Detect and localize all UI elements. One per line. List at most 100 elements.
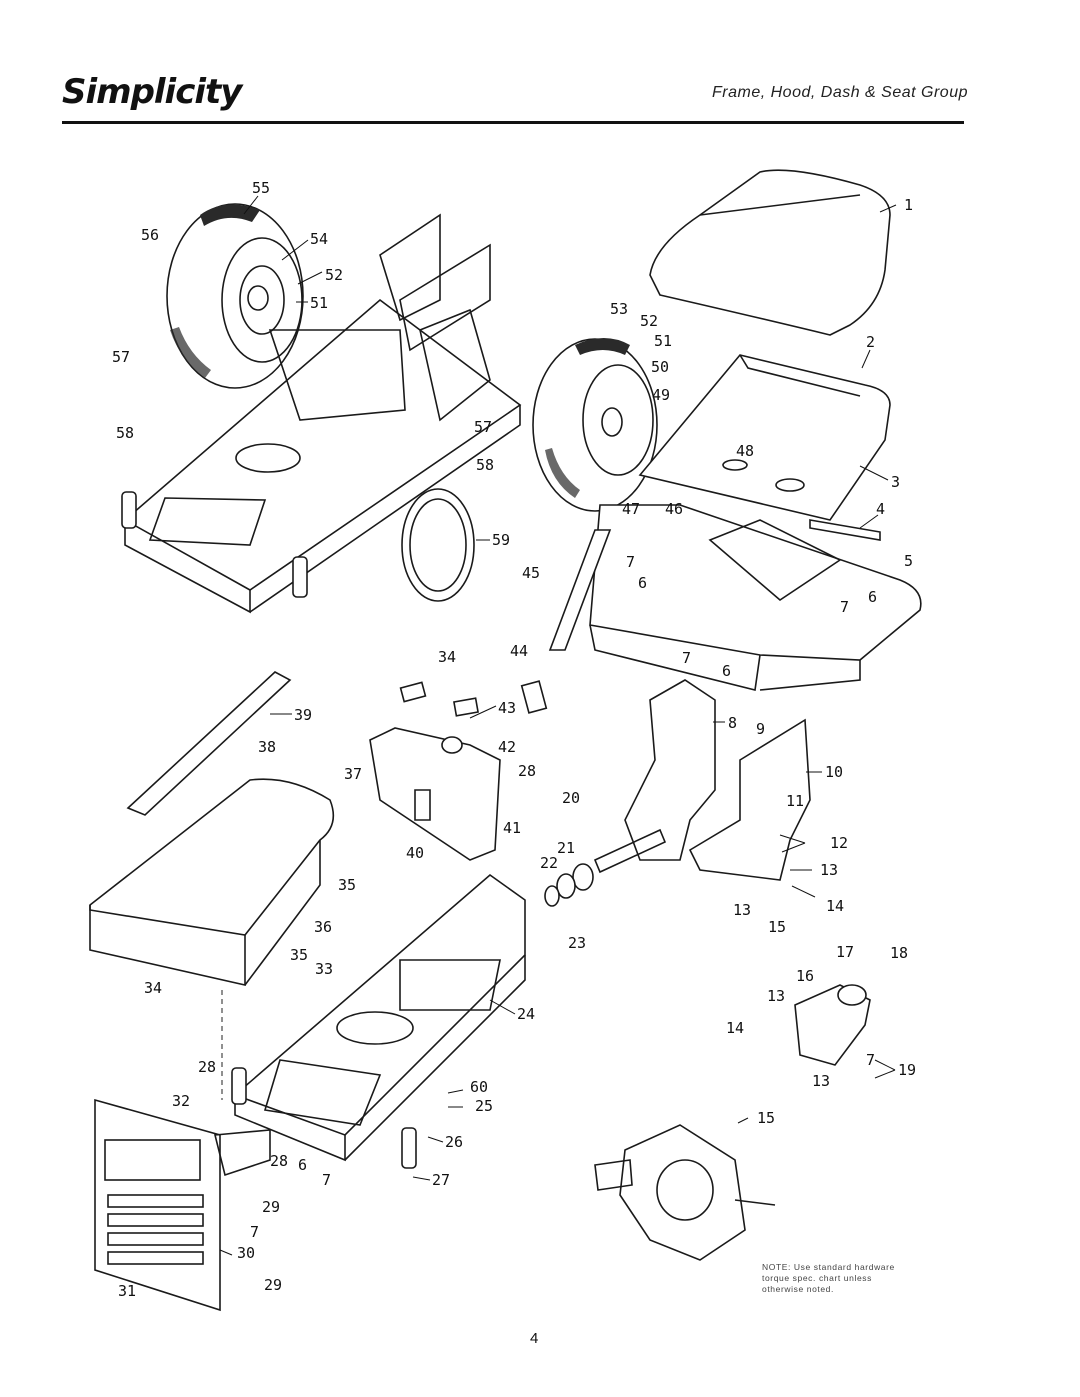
callout-41: 41 (503, 819, 521, 837)
callout-58: 58 (116, 424, 134, 442)
callout-26: 26 (445, 1133, 463, 1151)
callout-labels: 55 56 54 52 51 57 58 1 2 53 52 51 50 49 … (112, 179, 916, 1300)
note-line: otherwise noted. (762, 1284, 834, 1294)
seat-strip (809, 519, 881, 541)
callout-36: 36 (314, 918, 332, 936)
callout-57b: 57 (474, 418, 492, 436)
callout-15: 15 (768, 918, 786, 936)
brand-logo: Simplicity (62, 72, 242, 112)
callout-22: 22 (540, 854, 558, 872)
callout-56: 56 (141, 226, 159, 244)
callout-5: 5 (904, 552, 913, 570)
callout-13d: 13 (812, 1072, 830, 1090)
hardware-note: NOTE: Use standard hardware torque spec.… (762, 1262, 982, 1295)
callout-60: 60 (470, 1078, 488, 1096)
callout-30: 30 (237, 1244, 255, 1262)
callout-51b: 51 (654, 332, 672, 350)
dash-panel (624, 679, 811, 881)
callout-34b: 34 (144, 979, 162, 997)
callout-52: 52 (325, 266, 343, 284)
rear-wheel-right (532, 338, 658, 512)
callout-23: 23 (568, 934, 586, 952)
rear-wheel-left (166, 203, 304, 389)
callout-20: 20 (562, 789, 580, 807)
callout-6: 6 (638, 574, 647, 592)
grille (94, 1098, 271, 1312)
section-title: Frame, Hood, Dash & Seat Group (712, 84, 968, 101)
callout-17: 17 (836, 943, 854, 961)
callout-13c: 13 (767, 987, 785, 1005)
hood-strip (126, 671, 292, 816)
header-rule (62, 121, 964, 124)
callout-35b: 35 (290, 946, 308, 964)
callout-54: 54 (310, 230, 328, 248)
callout-44: 44 (510, 642, 528, 660)
callout-28: 28 (518, 762, 536, 780)
callout-43: 43 (498, 699, 516, 717)
callout-15b: 15 (757, 1109, 775, 1127)
callout-6c: 6 (722, 662, 731, 680)
callout-21: 21 (557, 839, 575, 857)
callout-39: 39 (294, 706, 312, 724)
fuel-tank (369, 727, 501, 861)
callout-33: 33 (315, 960, 333, 978)
callout-40: 40 (406, 844, 424, 862)
callout-13: 13 (820, 861, 838, 879)
callout-4: 4 (876, 500, 885, 518)
callout-46: 46 (665, 500, 683, 518)
callout-49: 49 (652, 386, 670, 404)
callout-7e: 7 (322, 1171, 331, 1189)
callout-38: 38 (258, 738, 276, 756)
callout-52b: 52 (640, 312, 658, 330)
callout-10: 10 (825, 763, 843, 781)
page-number: 4 (530, 1330, 539, 1347)
callout-9: 9 (756, 720, 765, 738)
callout-35: 35 (338, 876, 356, 894)
plate-34b (453, 697, 479, 717)
callout-32: 32 (172, 1092, 190, 1110)
leader-lines (219, 195, 897, 1256)
callout-7c: 7 (682, 649, 691, 667)
callout-53: 53 (610, 300, 628, 318)
fender-deck (589, 504, 922, 691)
callout-13b: 13 (733, 901, 751, 919)
callout-25: 25 (475, 1097, 493, 1115)
callout-50: 50 (651, 358, 669, 376)
callout-29b: 29 (264, 1276, 282, 1294)
upper-frame (121, 213, 522, 614)
callout-18: 18 (890, 944, 908, 962)
callout-28b: 28 (198, 1058, 216, 1076)
callout-2: 2 (866, 333, 875, 351)
callout-6d: 6 (298, 1156, 307, 1174)
transaxle (594, 1124, 776, 1261)
hubcap (401, 488, 475, 602)
callout-7d: 7 (866, 1051, 875, 1069)
callout-27: 27 (432, 1171, 450, 1189)
callout-19: 19 (898, 1061, 916, 1079)
callout-3: 3 (891, 473, 900, 491)
seat-pan (638, 354, 891, 521)
callout-14b: 14 (726, 1019, 744, 1037)
plate-34 (399, 681, 427, 703)
callout-16: 16 (796, 967, 814, 985)
callout-48: 48 (736, 442, 754, 460)
callout-28c: 28 (270, 1152, 288, 1170)
plate-44 (520, 680, 548, 714)
hood (89, 778, 335, 987)
callout-57: 57 (112, 348, 130, 366)
callout-51: 51 (310, 294, 328, 312)
callout-59: 59 (492, 531, 510, 549)
callout-7: 7 (626, 553, 635, 571)
callout-29: 29 (262, 1198, 280, 1216)
callout-37: 37 (344, 765, 362, 783)
callout-6b: 6 (868, 588, 877, 606)
callout-11: 11 (786, 792, 804, 810)
callout-42: 42 (498, 738, 516, 756)
lower-frame (231, 873, 526, 1169)
callout-7b: 7 (840, 598, 849, 616)
mount-bracket (794, 984, 871, 1066)
callout-34: 34 (438, 648, 456, 666)
note-line: torque spec. chart unless (762, 1273, 872, 1283)
callout-47: 47 (622, 500, 640, 518)
callout-45: 45 (522, 564, 540, 582)
